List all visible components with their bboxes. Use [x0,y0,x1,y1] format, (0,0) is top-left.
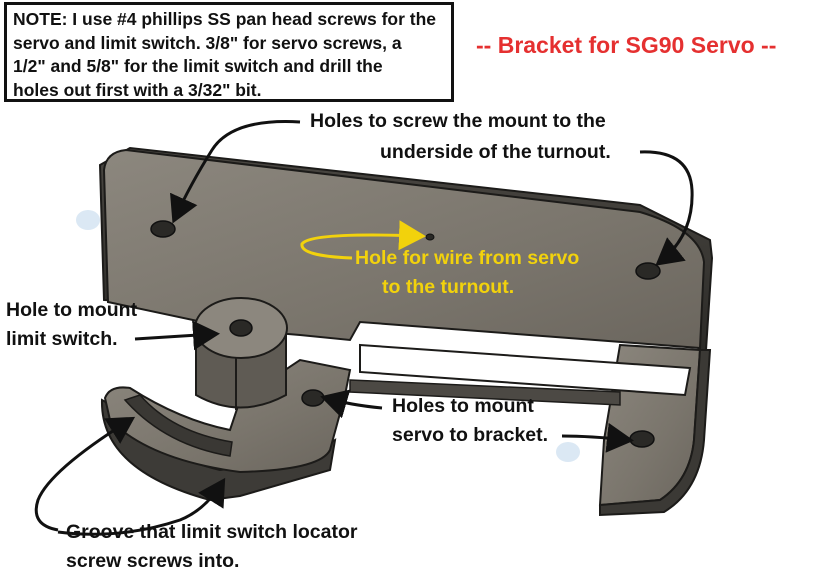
background-spot [556,442,580,462]
wire-hole-label-line1: Hole for wire from servo [355,247,580,269]
slot-bottom-edge [349,379,621,406]
servo-hole-right [629,430,655,448]
limit-switch-label-line2: limit switch. [6,328,118,350]
wire-hole-label-line2: to the turnout. [382,276,515,298]
background-spot [76,210,100,230]
groove-label-line1: Groove that limit switch locator [66,521,358,543]
mount-holes-label-line2: underside of the turnout. [380,141,611,163]
groove-label-line2: screw screws into. [66,550,240,572]
note-line: NOTE: I use #4 phillips SS pan head scre… [13,9,437,29]
note-box: NOTE: I use #4 phillips SS pan head scre… [4,2,454,102]
servo-hole-left [301,389,325,407]
arrow-to-groove-upper [34,416,136,532]
servo-holes-label-line1: Holes to mount [392,395,534,417]
arc-base-top [103,358,352,474]
note-line: holes out first with a 3/32" bit. [13,79,262,100]
arrow-to-left-mount-hole [170,120,301,224]
diagram-title: -- Bracket for SG90 Servo -- [476,32,777,58]
arrow-to-limit-switch-hole [134,320,220,351]
note-line: 1/2" and 5/8" for the limit switch and d… [13,56,383,76]
arrow-to-groove-lower [57,477,226,536]
right-leg-side [599,349,712,517]
servo-holes-label-line2: servo to bracket. [392,424,549,446]
mount-hole-left [150,220,176,238]
arrow-to-right-mount-hole [639,150,694,266]
mount-hole-right [635,262,661,280]
note-line: servo and limit switch. 3/8" for servo s… [13,32,402,53]
arrow-to-right-servo-hole [561,422,634,453]
wire-hole [425,233,435,241]
limit-switch-hole [229,319,253,337]
servo-slot [359,343,692,397]
locator-groove [123,394,233,457]
arrow-to-wire-hole [300,220,426,260]
arrow-to-left-servo-hole [320,389,383,419]
limit-switch-label-line1: Hole to mount [6,299,138,321]
mount-holes-label-line1: Holes to screw the mount to the [310,110,606,132]
